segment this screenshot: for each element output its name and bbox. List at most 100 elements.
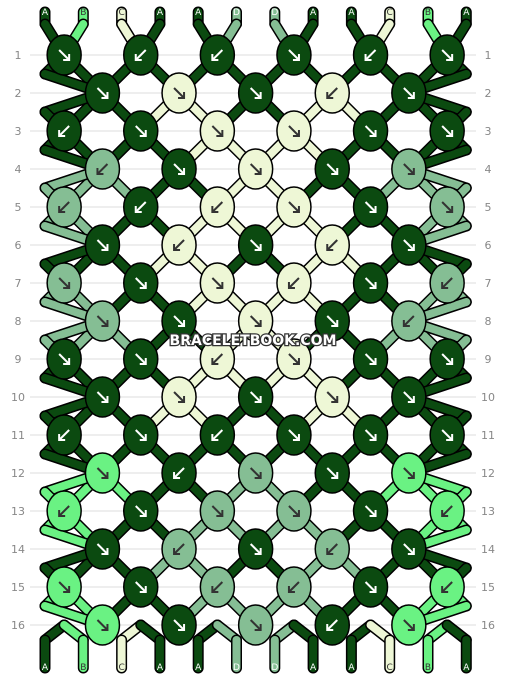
knot[interactable] bbox=[391, 452, 427, 494]
knot[interactable] bbox=[276, 490, 312, 532]
knot[interactable] bbox=[391, 148, 427, 190]
knot[interactable] bbox=[314, 604, 350, 646]
knot[interactable] bbox=[429, 414, 465, 456]
knot[interactable] bbox=[199, 34, 236, 76]
knot[interactable] bbox=[199, 338, 236, 380]
arrow-head-icon bbox=[331, 320, 339, 327]
knot[interactable] bbox=[84, 300, 121, 342]
arrow-head-icon bbox=[216, 282, 224, 289]
arrow-icon bbox=[211, 505, 224, 517]
knot[interactable] bbox=[46, 34, 82, 76]
knot[interactable] bbox=[84, 148, 121, 190]
knot[interactable] bbox=[199, 186, 236, 228]
knot[interactable] bbox=[123, 110, 159, 152]
knot[interactable] bbox=[352, 186, 389, 228]
arrow-head-icon bbox=[292, 434, 300, 441]
knot[interactable] bbox=[276, 262, 312, 304]
knot[interactable] bbox=[314, 72, 350, 114]
knot[interactable] bbox=[314, 300, 350, 342]
knot[interactable] bbox=[46, 490, 82, 532]
knot[interactable] bbox=[46, 414, 82, 456]
knot[interactable] bbox=[46, 110, 82, 152]
knot[interactable] bbox=[123, 414, 159, 456]
knot[interactable] bbox=[314, 376, 350, 418]
knot[interactable] bbox=[314, 528, 350, 570]
knot[interactable] bbox=[237, 148, 274, 190]
knot[interactable] bbox=[199, 262, 236, 304]
knot[interactable] bbox=[352, 566, 389, 608]
knot[interactable] bbox=[46, 338, 82, 380]
knot[interactable] bbox=[276, 414, 312, 456]
knot[interactable] bbox=[352, 490, 389, 532]
knot[interactable] bbox=[391, 528, 427, 570]
arrow-head-icon bbox=[292, 130, 300, 137]
knot[interactable] bbox=[276, 338, 312, 380]
arrow-icon bbox=[403, 543, 415, 555]
knot[interactable] bbox=[391, 72, 427, 114]
knot[interactable] bbox=[352, 338, 389, 380]
knot[interactable] bbox=[84, 604, 121, 646]
knot[interactable] bbox=[352, 262, 389, 304]
knot[interactable] bbox=[161, 148, 197, 190]
knot[interactable] bbox=[161, 376, 197, 418]
knot[interactable] bbox=[352, 34, 389, 76]
knot[interactable] bbox=[276, 186, 312, 228]
knot[interactable] bbox=[237, 452, 274, 494]
knot[interactable] bbox=[161, 224, 197, 266]
knot[interactable] bbox=[276, 110, 312, 152]
knot[interactable] bbox=[429, 262, 465, 304]
arrow-icon bbox=[173, 315, 185, 327]
knot[interactable] bbox=[314, 224, 350, 266]
knot[interactable] bbox=[276, 566, 312, 608]
knot[interactable] bbox=[429, 566, 465, 608]
knot[interactable] bbox=[161, 452, 197, 494]
knot[interactable] bbox=[46, 186, 82, 228]
knot[interactable] bbox=[161, 72, 197, 114]
knot[interactable] bbox=[84, 528, 121, 570]
knot[interactable] bbox=[391, 300, 427, 342]
knot[interactable] bbox=[84, 376, 121, 418]
row-number-left: 11 bbox=[11, 429, 25, 442]
knot[interactable] bbox=[123, 34, 159, 76]
knot[interactable] bbox=[391, 604, 427, 646]
knot[interactable] bbox=[237, 604, 274, 646]
knot[interactable] bbox=[84, 452, 121, 494]
knot[interactable] bbox=[84, 72, 121, 114]
knot[interactable] bbox=[314, 452, 350, 494]
knot[interactable] bbox=[46, 262, 82, 304]
knot[interactable] bbox=[391, 224, 427, 266]
knot[interactable] bbox=[161, 604, 197, 646]
knot[interactable] bbox=[352, 414, 389, 456]
knot[interactable] bbox=[199, 490, 236, 532]
knot[interactable] bbox=[199, 566, 236, 608]
knot[interactable] bbox=[391, 376, 427, 418]
knot[interactable] bbox=[46, 566, 82, 608]
arrow-icon bbox=[96, 239, 109, 251]
knot[interactable] bbox=[123, 490, 159, 532]
knot[interactable] bbox=[237, 528, 274, 570]
arrow-icon bbox=[135, 429, 147, 441]
knot[interactable] bbox=[429, 186, 465, 228]
knot[interactable] bbox=[429, 110, 465, 152]
knot[interactable] bbox=[199, 414, 236, 456]
knot[interactable] bbox=[429, 338, 465, 380]
knot[interactable] bbox=[352, 110, 389, 152]
knot[interactable] bbox=[237, 72, 274, 114]
knot[interactable] bbox=[237, 224, 274, 266]
knot[interactable] bbox=[84, 224, 121, 266]
knot[interactable] bbox=[123, 262, 159, 304]
knot[interactable] bbox=[429, 490, 465, 532]
knot[interactable] bbox=[276, 34, 312, 76]
knot[interactable] bbox=[123, 338, 159, 380]
knot[interactable] bbox=[123, 186, 159, 228]
knot[interactable] bbox=[237, 376, 274, 418]
knot[interactable] bbox=[161, 528, 197, 570]
arrow-icon bbox=[96, 87, 109, 99]
knot[interactable] bbox=[314, 148, 350, 190]
knot[interactable] bbox=[237, 300, 274, 342]
knot[interactable] bbox=[199, 110, 236, 152]
knot[interactable] bbox=[429, 34, 465, 76]
knot[interactable] bbox=[161, 300, 197, 342]
arrow-icon bbox=[364, 505, 377, 517]
knot[interactable] bbox=[123, 566, 159, 608]
